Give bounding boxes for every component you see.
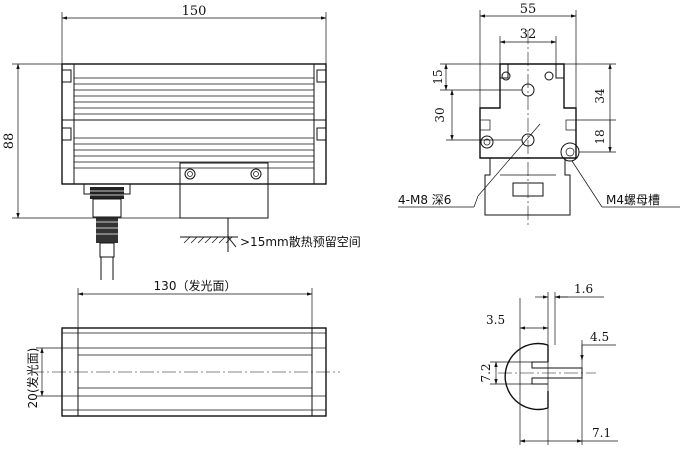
light-body-outline <box>61 63 327 185</box>
clearance-note: >15mm散热预留空间 <box>240 234 361 249</box>
side-view: 55 32 15 30 34 18 4-M8 深6 M4螺母槽 <box>398 2 680 225</box>
mounting-surface <box>180 218 238 252</box>
dim-width-32: 32 <box>520 27 537 42</box>
slot-label: M4螺母槽 <box>606 193 660 207</box>
dim-7-1: 7.1 <box>592 426 611 440</box>
dim-1-6: 1.6 <box>574 282 593 296</box>
dim-4-5: 4.5 <box>590 330 609 344</box>
dim-3-5: 3.5 <box>486 313 505 327</box>
thread-label: 4-M8 深6 <box>398 193 451 207</box>
heatsink-fins <box>62 77 326 169</box>
bottom-view: 130（发光面） 20(发光面) <box>25 278 340 417</box>
dim-30: 30 <box>433 107 447 122</box>
dim-18: 18 <box>593 129 607 144</box>
slot-detail: 1.6 3.5 4.5 7.2 7.1 <box>479 282 618 445</box>
front-view: >15mm散热预留空间 150 88 <box>2 4 361 280</box>
dim-width-150: 150 <box>182 4 207 19</box>
cable-connector <box>83 183 131 280</box>
dim-34: 34 <box>593 88 607 104</box>
dim-7-2: 7.2 <box>479 363 493 382</box>
dim-width-55: 55 <box>520 2 537 17</box>
dim-height-88: 88 <box>2 133 17 150</box>
dim-width-20: 20(发光面) <box>25 348 40 409</box>
dim-15: 15 <box>431 69 445 84</box>
mounting-bracket <box>179 162 269 219</box>
dim-length-130: 130（发光面） <box>154 278 237 293</box>
